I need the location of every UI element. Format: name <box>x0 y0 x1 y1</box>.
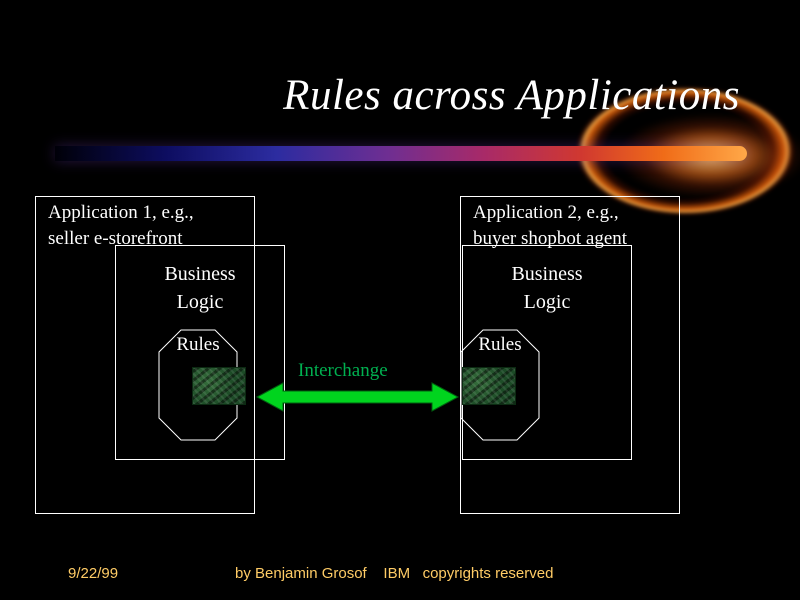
rules-2-label: Rules <box>478 334 522 355</box>
rules-2-octagon-outline <box>460 329 540 441</box>
business-logic-1-label: Business Logic <box>164 263 236 313</box>
interchange-label: Interchange <box>298 360 388 381</box>
business-logic-1-box: Business Logic <box>115 245 285 460</box>
rules-2-texture-image <box>462 367 516 405</box>
slide-title: Rules across Applications <box>283 72 740 119</box>
rules-1-octagon <box>158 329 238 441</box>
rules-1-texture-image <box>192 367 246 405</box>
application-1-label: Application 1, e.g., seller e-storefront <box>48 202 194 249</box>
footer-credit: by Benjamin Grosof IBM copyrights reserv… <box>235 565 554 582</box>
rules-2-octagon <box>460 329 540 441</box>
interchange-arrow-shape <box>255 382 460 412</box>
footer-date: 9/22/99 <box>68 565 119 582</box>
application-1-box: Application 1, e.g., seller e-storefront <box>35 196 255 514</box>
interchange-arrow-icon <box>255 382 460 412</box>
business-logic-2-box: Business Logic <box>462 245 632 460</box>
business-logic-2-label: Business Logic <box>511 263 583 313</box>
rules-1-octagon-outline <box>158 329 238 441</box>
application-2-label: Application 2, e.g., buyer shopbot agent <box>473 202 628 249</box>
application-2-box: Application 2, e.g., buyer shopbot agent <box>460 196 680 514</box>
rules-1-label: Rules <box>176 334 220 355</box>
gradient-divider-bar <box>55 146 747 161</box>
